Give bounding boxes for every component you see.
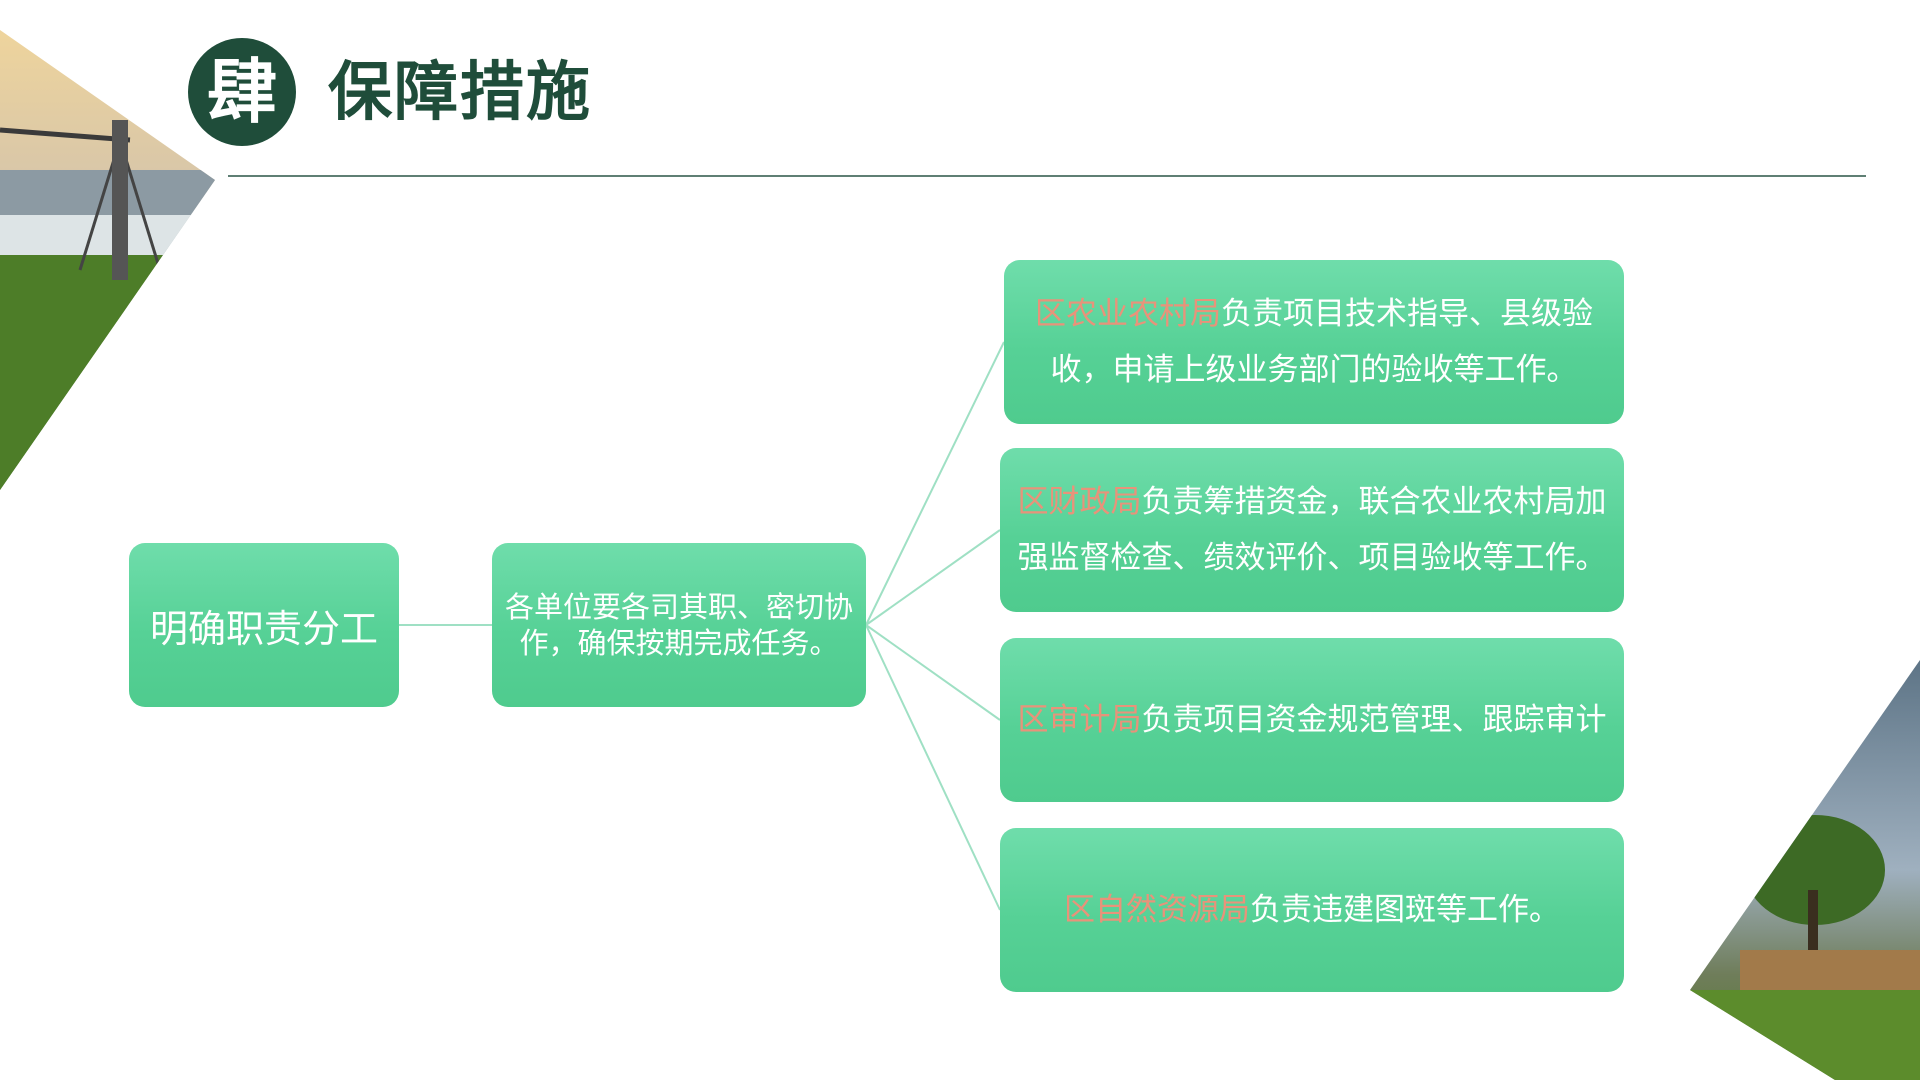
leaf-text: 区财政局负责筹措资金，联合农业农村局加强监督检查、绩效评价、项目验收等工作。	[1010, 474, 1614, 586]
page-title: 保障措施	[328, 55, 592, 130]
connector-mid-leaf-3	[865, 624, 1001, 911]
leaf-body: 负责筹措资金，联合农业农村局加强监督检查、绩效评价、项目验收等工作。	[1017, 484, 1607, 576]
root-node: 明确职责分工	[129, 543, 399, 707]
leaf-highlight: 区审计局	[1017, 702, 1142, 738]
leaf-node-audit: 区审计局负责项目资金规范管理、跟踪审计	[1000, 638, 1624, 802]
leaf-text: 区农业农村局负责项目技术指导、县级验收，申请上级业务部门的验收等工作。	[1014, 286, 1614, 398]
leaf-text: 区审计局负责项目资金规范管理、跟踪审计	[1018, 692, 1607, 748]
connector-mid-leaf-0	[865, 341, 1005, 626]
leaf-body: 负责项目资金规范管理、跟踪审计	[1141, 702, 1607, 738]
leaf-node-natural-resources: 区自然资源局负责违建图斑等工作。	[1000, 828, 1624, 992]
leaf-text: 区自然资源局负责违建图斑等工作。	[1064, 882, 1560, 938]
leaf-highlight: 区农业农村局	[1035, 296, 1221, 332]
leaf-node-agriculture: 区农业农村局负责项目技术指导、县级验收，申请上级业务部门的验收等工作。	[1004, 260, 1624, 424]
mid-node: 各单位要各司其职、密切协作，确保按期完成任务。	[492, 543, 866, 707]
title-divider	[228, 175, 1866, 177]
leaf-highlight: 区财政局	[1017, 484, 1142, 520]
farm-photo-top-left	[0, 0, 220, 490]
root-node-label: 明确职责分工	[149, 606, 378, 651]
leaf-body: 负责违建图斑等工作。	[1250, 892, 1560, 928]
leaf-node-finance: 区财政局负责筹措资金，联合农业农村局加强监督检查、绩效评价、项目验收等工作。	[1000, 448, 1624, 612]
connector-mid-leaf-1	[865, 529, 1001, 626]
mid-node-label: 各单位要各司其职、密切协作，确保按期完成任务。	[504, 590, 853, 660]
section-number-badge: 肆	[188, 38, 296, 146]
connector-mid-leaf-2	[865, 624, 1001, 721]
farm-photo-bottom-right	[1680, 660, 1920, 1080]
leaf-highlight: 区自然资源局	[1064, 892, 1250, 928]
leaf-body: 负责项目技术指导、县级验收，申请上级业务部门的验收等工作。	[1050, 296, 1594, 388]
